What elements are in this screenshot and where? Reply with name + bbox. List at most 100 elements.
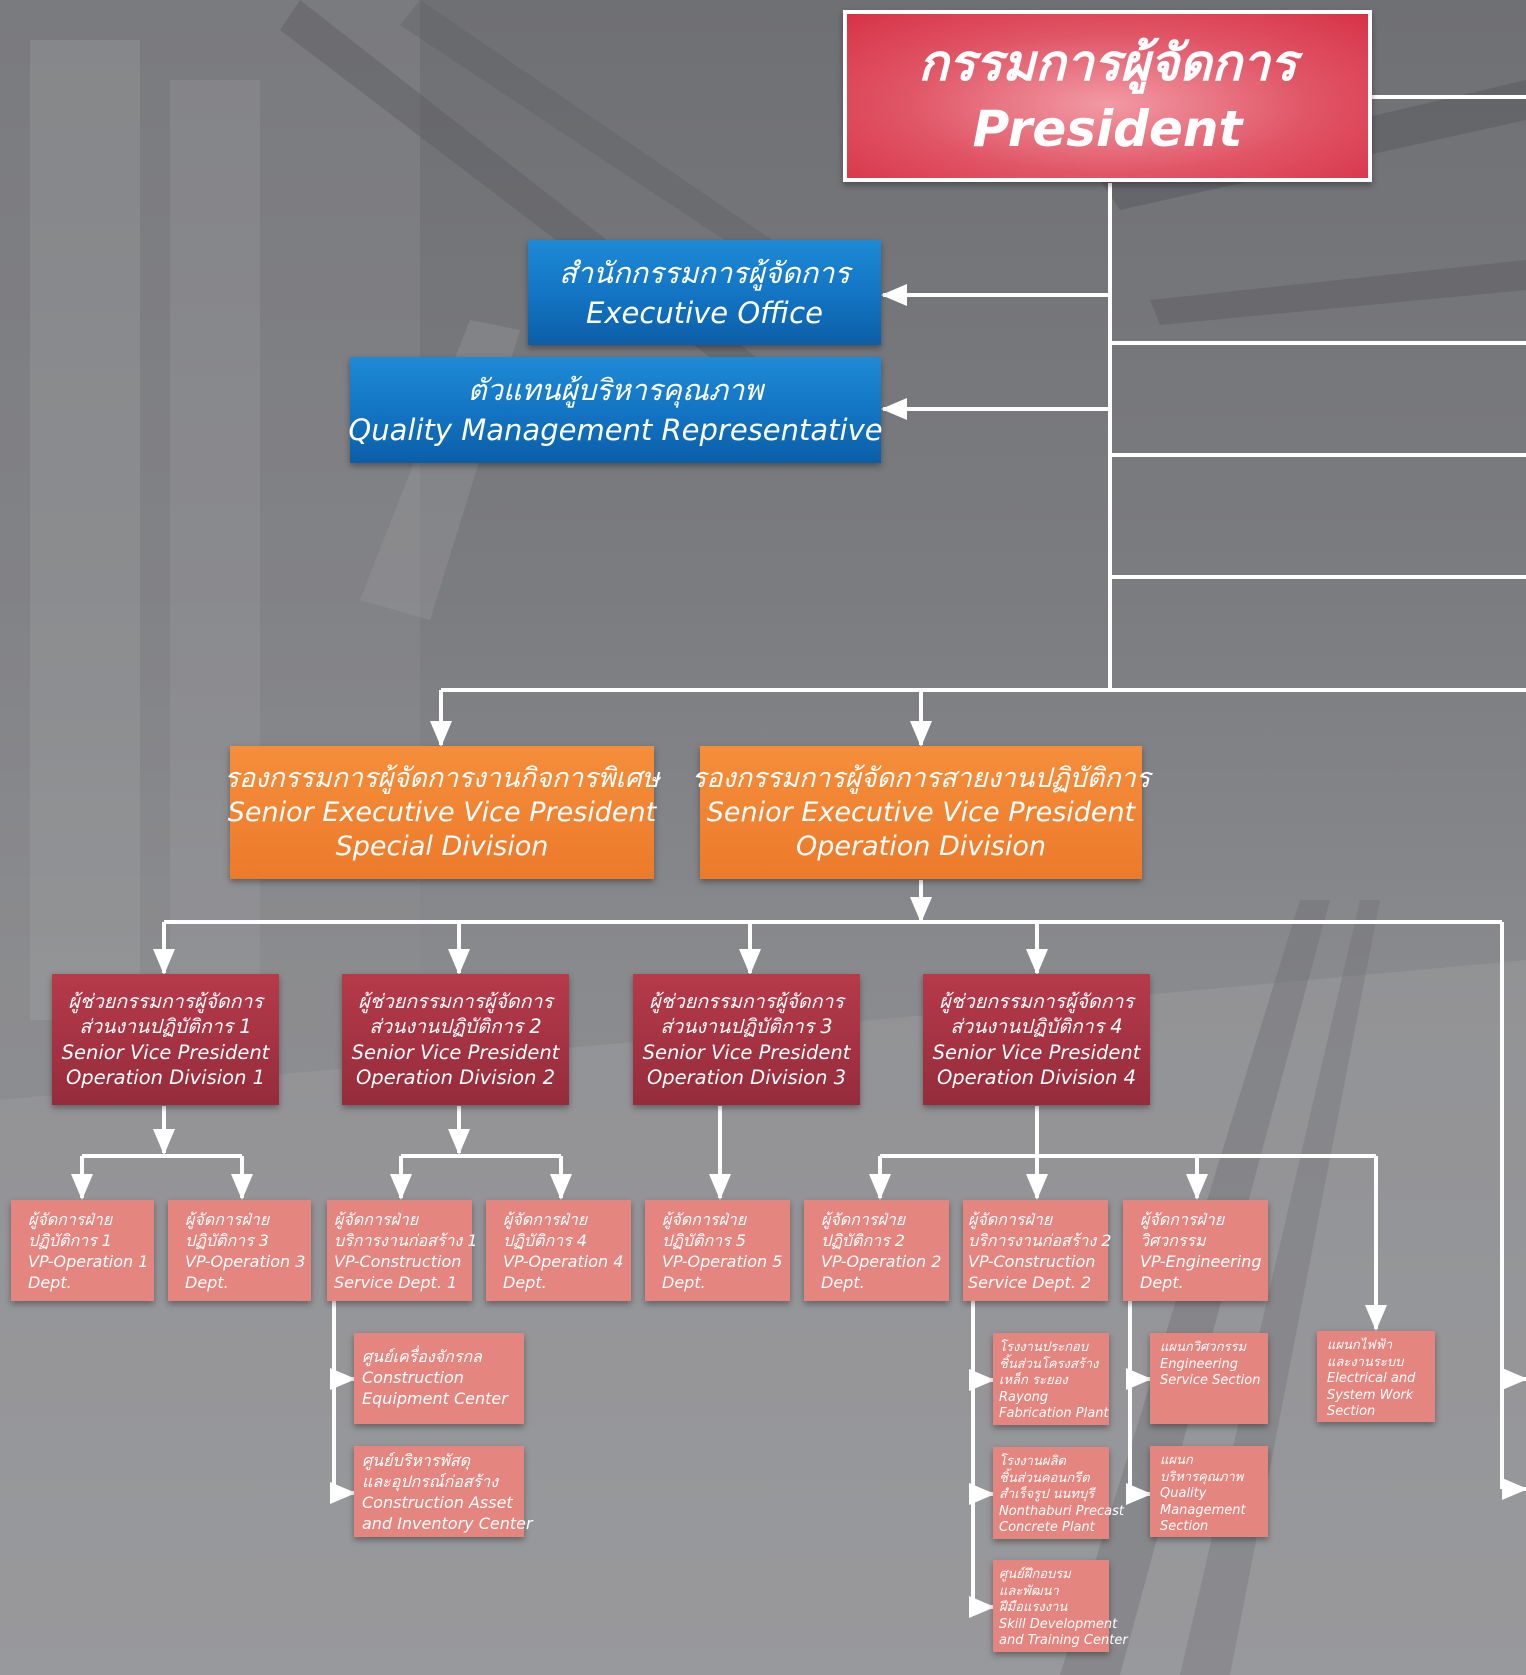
plant-line: Skill Development: [999, 1616, 1118, 1632]
center-line: ศูนย์บริหารพัสดุ: [362, 1451, 471, 1470]
sevp-operation-english-division: Operation Division: [796, 830, 1046, 862]
dept-line: บริการงานก่อสร้าง 1: [334, 1231, 478, 1250]
dept-vp-operation-3: ผู้จัดการฝ่าย ปฏิบัติการ 3 VP-Operation …: [168, 1200, 311, 1301]
section-line: แผนกไฟฟ้า: [1327, 1338, 1392, 1353]
plant-line: ฝีมือแรงงาน: [999, 1600, 1068, 1615]
svp-title-english: Senior Vice President: [642, 1040, 851, 1064]
dept-line: Dept.: [1140, 1273, 1184, 1292]
svp-title-thai: ผู้ช่วยกรรมการผู้จัดการ: [358, 989, 553, 1013]
section-line: บริหารคุณภาพ: [1160, 1469, 1244, 1485]
section-line: และงานระบบ: [1327, 1354, 1404, 1370]
svp-division-english: Operation Division 2: [355, 1066, 556, 1089]
plant-line: Fabrication Plant: [999, 1406, 1109, 1421]
nonthaburi-precast-concrete-plant: โรงงานผลิต ชิ้นส่วนคอนกรีต สำเร็จรูป นนท…: [993, 1447, 1124, 1539]
dept-vp-operation-4: ผู้จัดการฝ่าย ปฏิบัติการ 4 VP-Operation …: [486, 1200, 631, 1301]
president-english: President: [972, 100, 1243, 158]
section-line: แผนก: [1160, 1453, 1193, 1468]
svp-division-english: Operation Division 4: [936, 1066, 1137, 1089]
section-line: Service Section: [1160, 1373, 1261, 1388]
plant-line: Concrete Plant: [999, 1520, 1095, 1535]
plant-line: ชิ้นส่วนคอนกรีต: [999, 1470, 1090, 1486]
dept-line: VP-Operation 5: [662, 1252, 783, 1271]
section-line: Management: [1160, 1502, 1246, 1518]
plant-line: และพัฒนา: [999, 1583, 1059, 1599]
dept-line: ผู้จัดการฝ่าย: [821, 1210, 906, 1229]
dept-line: ปฏิบัติการ 2: [821, 1231, 905, 1250]
dept-line: Dept.: [662, 1273, 706, 1292]
dept-line: VP-Construction: [334, 1252, 462, 1271]
executive-office-english: Executive Office: [586, 295, 823, 330]
svp-operation-division-1-box: ผู้ช่วยกรรมการผู้จัดการ ส่วนงานปฏิบัติกา…: [52, 974, 279, 1105]
dept-line: Dept.: [185, 1273, 229, 1292]
construction-asset-inventory-center: ศูนย์บริหารพัสดุ และอุปกรณ์ก่อสร้าง Cons…: [354, 1446, 533, 1537]
quality-representative-thai: ตัวแทนผู้บริหารคุณภาพ: [467, 373, 764, 407]
section-line: Electrical and: [1327, 1371, 1416, 1386]
center-line: และอุปกรณ์ก่อสร้าง: [362, 1472, 499, 1491]
dept-line: Dept.: [28, 1273, 72, 1292]
svp-division-english: Operation Division 3: [646, 1066, 847, 1089]
svp-title-thai: ผู้ช่วยกรรมการผู้จัดการ: [68, 989, 263, 1013]
dept-line: ผู้จัดการฝ่าย: [662, 1210, 747, 1229]
svp-division-thai: ส่วนงานปฏิบัติการ 1: [79, 1015, 252, 1038]
plant-line: โรงงานผลิต: [999, 1454, 1066, 1469]
dept-vp-operation-1: ผู้จัดการฝ่าย ปฏิบัติการ 1 VP-Operation …: [11, 1200, 154, 1301]
svp-division-english: Operation Division 1: [65, 1066, 266, 1089]
section-line: แผนกวิศวกรรม: [1160, 1340, 1247, 1355]
plant-line: and Training Center: [999, 1633, 1128, 1648]
section-line: System Work: [1327, 1387, 1414, 1403]
president-thai: กรรมการผู้จัดการ: [918, 34, 1297, 92]
dept-vp-construction-service-2: ผู้จัดการฝ่าย บริการงานก่อสร้าง 2 VP-Con…: [963, 1200, 1112, 1301]
svp-title-english: Senior Vice President: [61, 1040, 270, 1064]
center-line: Equipment Center: [362, 1389, 508, 1408]
plant-line: สำเร็จรูป นนทบุรี: [999, 1487, 1095, 1502]
executive-office-thai: สำนักกรรมการผู้จัดการ: [559, 255, 850, 290]
skill-development-training-center: ศูนย์ฝึกอบรม และพัฒนา ฝีมือแรงงาน Skill …: [993, 1560, 1128, 1652]
svp-title-thai: ผู้ช่วยกรรมการผู้จัดการ: [939, 989, 1134, 1013]
plant-line: เหล็ก ระยอง: [999, 1373, 1068, 1388]
dept-line: ปฏิบัติการ 1: [28, 1231, 112, 1250]
dept-line: บริการงานก่อสร้าง 2: [968, 1231, 1112, 1250]
plant-line: Rayong: [999, 1389, 1049, 1405]
dept-line: วิศวกรรม: [1140, 1231, 1206, 1250]
section-line: Engineering: [1160, 1356, 1238, 1372]
svp-division-thai: ส่วนงานปฏิบัติการ 3: [660, 1015, 833, 1038]
dept-line: ผู้จัดการฝ่าย: [185, 1210, 270, 1229]
section-line: Section: [1327, 1404, 1376, 1419]
dept-line: ปฏิบัติการ 3: [185, 1231, 269, 1250]
dept-vp-construction-service-1: ผู้จัดการฝ่าย บริการงานก่อสร้าง 1 VP-Con…: [327, 1200, 477, 1301]
dept-line: ผู้จัดการฝ่าย: [1140, 1210, 1225, 1229]
svp-title-thai: ผู้ช่วยกรรมการผู้จัดการ: [649, 989, 844, 1013]
svp-division-thai: ส่วนงานปฏิบัติการ 4: [950, 1015, 1123, 1038]
svp-operation-division-2-box: ผู้ช่วยกรรมการผู้จัดการ ส่วนงานปฏิบัติกา…: [342, 974, 569, 1105]
sevp-special-division-box: รองกรรมการผู้จัดการงานกิจการพิเศษ Senior…: [224, 746, 660, 879]
center-line: and Inventory Center: [362, 1514, 533, 1533]
dept-vp-operation-2: ผู้จัดการฝ่าย ปฏิบัติการ 2 VP-Operation …: [804, 1200, 949, 1301]
dept-line: ผู้จัดการฝ่าย: [968, 1210, 1053, 1229]
center-line: Construction: [362, 1368, 464, 1387]
section-line: Quality: [1160, 1486, 1207, 1501]
dept-line: VP-Operation 3: [185, 1252, 306, 1271]
svp-title-english: Senior Vice President: [932, 1040, 1141, 1064]
dept-line: ปฏิบัติการ 4: [503, 1231, 587, 1250]
plant-line: ชิ้นส่วนโครงสร้าง: [999, 1356, 1099, 1372]
plant-line: ศูนย์ฝึกอบรม: [999, 1567, 1071, 1582]
president-box: กรรมการผู้จัดการ President: [843, 10, 1372, 182]
dept-line: ผู้จัดการฝ่าย: [28, 1210, 113, 1229]
svp-division-thai: ส่วนงานปฏิบัติการ 2: [369, 1015, 542, 1038]
quality-management-section: แผนก บริหารคุณภาพ Quality Management Sec…: [1150, 1446, 1268, 1537]
dept-line: VP-Operation 4: [503, 1252, 624, 1271]
dept-line: Dept.: [821, 1273, 865, 1292]
svp-title-english: Senior Vice President: [351, 1040, 560, 1064]
plant-line: โรงงานประกอบ: [999, 1340, 1088, 1355]
dept-line: Service Dept. 1: [334, 1273, 458, 1292]
dept-vp-engineering: ผู้จัดการฝ่าย วิศวกรรม VP-Engineering De…: [1123, 1200, 1268, 1301]
executive-office-box: สำนักกรรมการผู้จัดการ Executive Office: [528, 240, 881, 345]
construction-equipment-center: ศูนย์เครื่องจักรกล Construction Equipmen…: [354, 1333, 524, 1424]
plant-line: Nonthaburi Precast: [999, 1503, 1124, 1519]
section-line: Section: [1160, 1519, 1209, 1534]
dept-line: Dept.: [503, 1273, 547, 1292]
sevp-operation-thai: รองกรรมการผู้จัดการสายงานปฏิบัติการ: [691, 762, 1151, 794]
dept-line: VP-Engineering: [1140, 1252, 1262, 1271]
sevp-special-thai: รองกรรมการผู้จัดการงานกิจการพิเศษ: [224, 762, 660, 794]
